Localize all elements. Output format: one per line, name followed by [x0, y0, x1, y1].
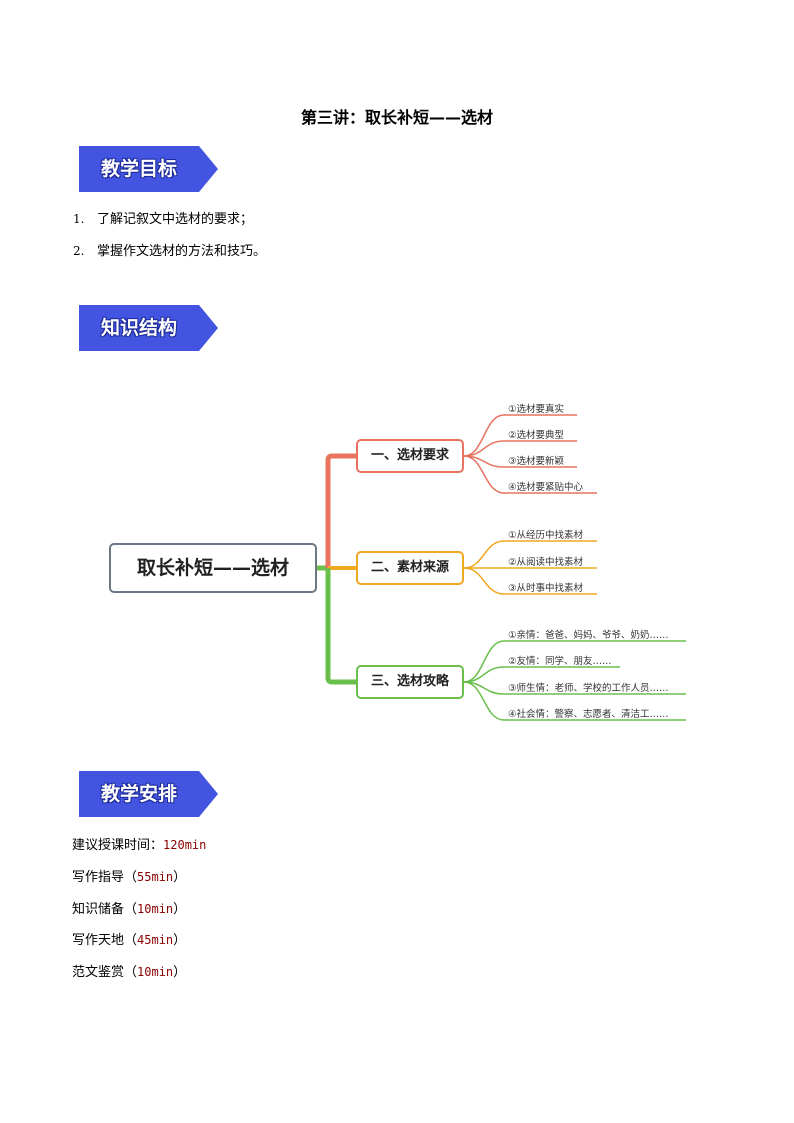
page-title: 第三讲：取长补短——选材: [300, 108, 493, 127]
goal-item: 1. 了解记叙文中选材的要求；: [73, 208, 253, 227]
goal-number: 2.: [73, 244, 85, 258]
schedule-label: 建议授课时间：: [72, 838, 164, 853]
schedule-paren: ）: [173, 965, 187, 980]
mindmap-leaf: ③选材要新颖: [508, 456, 565, 467]
schedule-item: 知识储备（10min）: [72, 898, 186, 917]
schedule-time: 10min: [137, 902, 174, 916]
schedule-time: 10min: [137, 965, 174, 979]
schedule-time: 55min: [137, 870, 174, 884]
mindmap-leaf: ①从经历中找素材: [508, 530, 584, 541]
section-banner-label: 知识结构: [100, 317, 177, 339]
schedule-label: 写作天地（: [72, 933, 138, 948]
mindmap-leaf: ①选材要真实: [508, 404, 565, 415]
goal-item: 2. 掌握作文选材的方法和技巧。: [73, 240, 266, 259]
schedule-label: 范文鉴赏（: [72, 965, 138, 980]
section-banner-label: 教学目标: [100, 158, 177, 180]
mindmap-leaf: ③师生情：老师、学校的工作人员……: [508, 683, 669, 694]
schedule-label: 写作指导（: [72, 870, 138, 885]
mindmap-leaf: ④社会情：警察、志愿者、清洁工……: [508, 709, 669, 720]
goal-number: 1.: [73, 212, 85, 226]
mindmap-branch-sources: 二、素材来源: [356, 551, 464, 585]
mindmap-leaf: ④选材要紧贴中心: [508, 482, 584, 493]
goal-text: 了解记叙文中选材的要求；: [97, 212, 254, 227]
mindmap-leaf: ②友情：同学、朋友……: [508, 656, 612, 667]
schedule-label: 知识储备（: [72, 902, 138, 917]
mindmap-leaf: ①亲情：爸爸、妈妈、爷爷、奶奶……: [508, 630, 669, 641]
mindmap-leaf: ②选材要典型: [508, 430, 565, 441]
mindmap-leaf: ②从阅读中找素材: [508, 557, 584, 568]
schedule-paren: ）: [173, 870, 187, 885]
mindmap-root: 取长补短——选材: [109, 543, 317, 593]
section-banner-label: 教学安排: [100, 783, 177, 805]
schedule-time: 120min: [163, 838, 207, 852]
schedule-paren: ）: [173, 902, 187, 917]
section-banner-schedule: 教学安排: [79, 771, 219, 817]
section-banner-goals: 教学目标: [79, 146, 219, 192]
goal-text: 掌握作文选材的方法和技巧。: [97, 244, 267, 259]
schedule-item: 写作指导（55min）: [72, 866, 186, 885]
schedule-suggested-time: 建议授课时间：120min: [72, 834, 206, 853]
schedule-item: 写作天地（45min）: [72, 929, 186, 948]
schedule-paren: ）: [173, 933, 187, 948]
mindmap-leaf: ③从时事中找素材: [508, 583, 584, 594]
section-banner-structure: 知识结构: [79, 305, 219, 351]
schedule-time: 45min: [137, 933, 174, 947]
mindmap-branch-requirements: 一、选材要求: [356, 439, 464, 473]
schedule-item: 范文鉴赏（10min）: [72, 961, 186, 980]
mindmap-branch-strategies: 三、选材攻略: [356, 665, 464, 699]
